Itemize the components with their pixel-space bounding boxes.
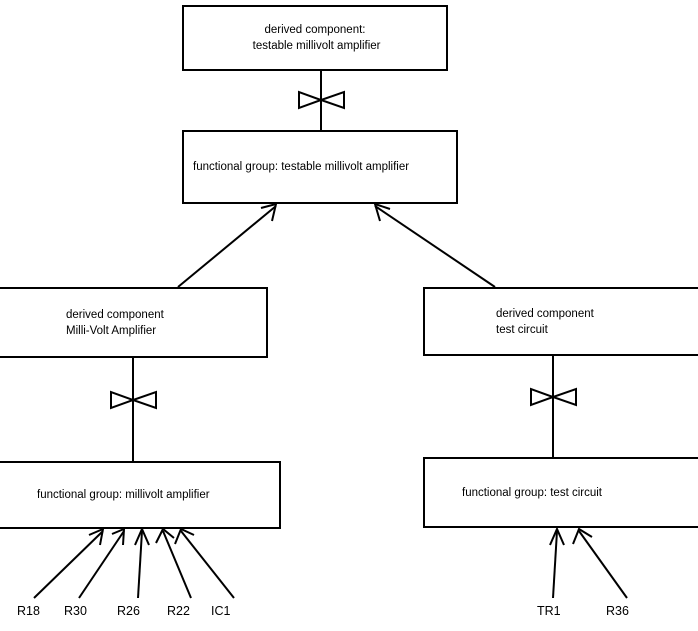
node-line-2: testable millivolt amplifier xyxy=(249,40,381,52)
open-arrowhead-icon xyxy=(174,527,195,545)
bowtie-left-triangle-icon xyxy=(530,387,556,407)
node-line-2: Milli-Volt Amplifier xyxy=(66,324,157,337)
bowtie-left-triangle-icon xyxy=(110,390,136,410)
connector-R26-to-fg-mva xyxy=(134,526,150,599)
connector-R36-to-fg-tc xyxy=(572,527,628,599)
node-line-1: derived component xyxy=(496,307,594,320)
leaf-label-ic1: IC1 xyxy=(211,604,231,618)
open-arrowhead-icon xyxy=(572,527,593,545)
node-fg-test-circuit[interactable]: functional group: test circuit xyxy=(423,457,698,528)
node-line-2: test circuit xyxy=(496,323,548,336)
connector-derived-tc-to-fg-tc xyxy=(530,356,577,457)
open-arrowhead-icon xyxy=(88,527,105,546)
leaf-label-r30: R30 xyxy=(64,604,87,618)
leaf-label-r26: R26 xyxy=(117,604,140,618)
bowtie-right-triangle-icon xyxy=(129,390,157,410)
leaf-label-r18: R18 xyxy=(17,604,40,618)
connector-R22-to-fg-mva xyxy=(155,527,192,599)
connector-tc-to-fg-testable xyxy=(373,202,496,288)
node-derived-test-circuit[interactable]: derived component test circuit xyxy=(423,287,698,356)
node-derived-milli-volt-amplifier[interactable]: derived component Milli-Volt Amplifier xyxy=(0,287,268,358)
open-arrowhead-icon xyxy=(134,526,150,546)
node-derived-testable-millivolt-amplifier[interactable]: derived component: testable millivolt am… xyxy=(182,5,448,71)
leaf-label-r22: R22 xyxy=(167,604,190,618)
connector-IC1-to-fg-mva xyxy=(174,527,235,599)
open-arrowhead-icon xyxy=(111,527,126,546)
node-line-1: functional group: test circuit xyxy=(462,486,602,499)
connector-R30-to-fg-mva xyxy=(78,527,126,599)
open-arrowhead-icon xyxy=(549,526,565,546)
bowtie-right-triangle-icon xyxy=(549,387,577,407)
open-arrowhead-icon xyxy=(260,202,278,222)
node-fg-testable-millivolt-amplifier[interactable]: functional group: testable millivolt amp… xyxy=(182,130,458,204)
leaf-label-tr1: TR1 xyxy=(537,604,561,618)
bowtie-right-triangle-icon xyxy=(317,90,345,110)
open-arrowhead-icon xyxy=(155,527,175,544)
connector-derived-mva-to-fg-mva xyxy=(110,358,157,461)
node-line-1: derived component xyxy=(66,308,164,321)
connector-mva-to-fg-testable xyxy=(177,202,278,288)
node-line-1: derived component: xyxy=(264,24,366,36)
node-fg-millivolt-amplifier[interactable]: functional group: millivolt amplifier xyxy=(0,461,281,529)
connector-derived-top-to-fg-top xyxy=(298,71,345,130)
open-arrowhead-icon xyxy=(373,202,391,222)
node-line-1: functional group: testable millivolt amp… xyxy=(193,161,410,173)
connector-TR1-to-fg-tc xyxy=(549,526,565,599)
bowtie-left-triangle-icon xyxy=(298,90,324,110)
connector-R18-to-fg-mva xyxy=(33,527,105,599)
leaf-label-r36: R36 xyxy=(606,604,629,618)
node-line-1: functional group: millivolt amplifier xyxy=(37,489,210,501)
